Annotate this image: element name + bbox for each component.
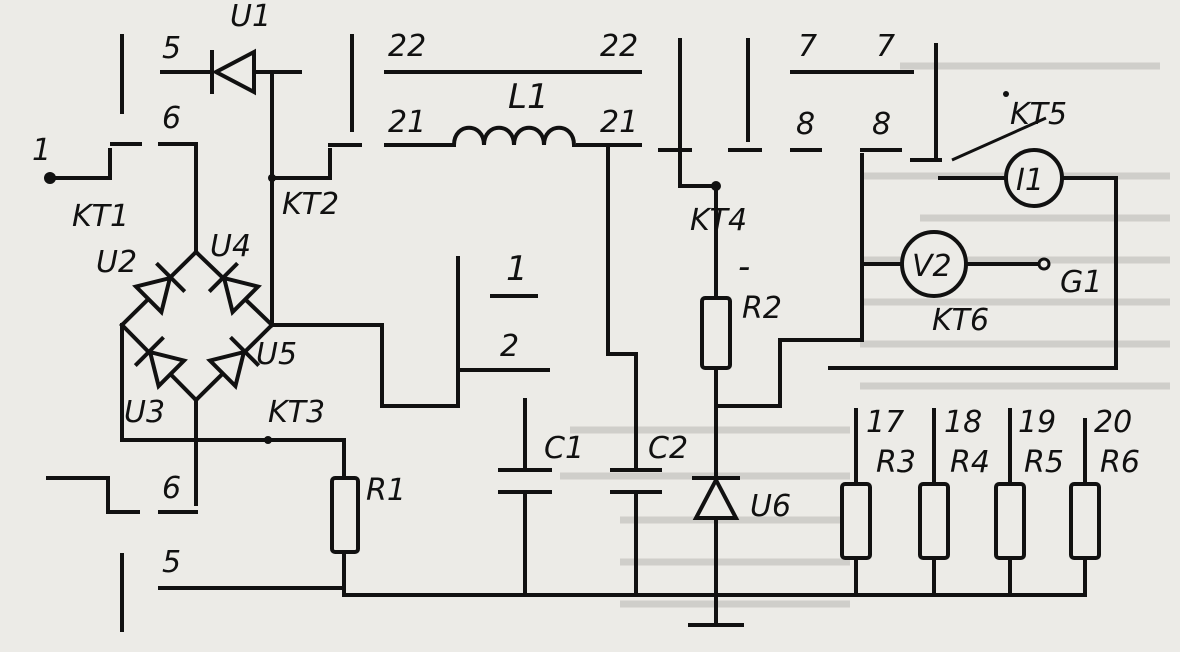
label-minus: - (738, 247, 750, 287)
label-node-5-top: 5 (162, 31, 181, 66)
label-kt2: KT2 (282, 187, 339, 222)
label-kt6: KT6 (932, 303, 989, 338)
label-kt4: KT4 (690, 203, 747, 238)
label-node-6-bottom: 6 (162, 471, 181, 506)
label-kt5: KT5 (1010, 97, 1067, 132)
label-r4: R4 (950, 445, 990, 480)
label-node-20: 20 (1094, 405, 1132, 440)
label-node-2: 2 (500, 329, 519, 364)
label-node-8-left: 8 (796, 107, 815, 142)
label-node-22-right: 22 (600, 29, 638, 64)
voltmeter-v2 (900, 230, 968, 298)
label-c1: C1 (544, 431, 584, 466)
label-v2: V2 (912, 249, 952, 284)
label-r3: R3 (876, 445, 916, 480)
label-r5: R5 (1024, 445, 1064, 480)
diode-u1 (210, 48, 256, 96)
label-node-5-bottom: 5 (162, 545, 181, 580)
label-node-19: 19 (1018, 405, 1056, 440)
wires (46, 34, 1118, 632)
diode-u6 (692, 475, 740, 520)
terminal-g1 (1037, 257, 1051, 271)
label-u3: U3 (124, 395, 165, 430)
label-node-1-mid: 1 (506, 249, 528, 289)
ammeter-i1 (1004, 148, 1064, 208)
label-node-17: 17 (866, 405, 904, 440)
label-kt3: KT3 (268, 395, 325, 430)
label-node-22-left: 22 (388, 29, 426, 64)
capacitor-c2 (610, 468, 662, 494)
label-node-7-right: 7 (876, 29, 895, 64)
label-r6: R6 (1100, 445, 1140, 480)
label-node-21-left: 21 (388, 105, 426, 140)
label-g1: G1 (1060, 265, 1102, 300)
resistor-r2 (700, 296, 732, 370)
label-r1: R1 (366, 473, 406, 508)
resistor-r6 (1069, 482, 1101, 560)
resistor-r5 (994, 482, 1026, 560)
diode-u3 (133, 335, 188, 390)
resistor-r3 (840, 482, 872, 560)
capacitor-c1 (498, 468, 552, 494)
label-node-21-right: 21 (600, 105, 638, 140)
label-node-1: 1 (32, 133, 51, 168)
label-u5: U5 (256, 337, 297, 372)
label-node-18: 18 (944, 405, 982, 440)
label-kt1: KT1 (72, 199, 129, 234)
junction-dots (44, 91, 1009, 444)
label-u2: U2 (96, 245, 137, 280)
label-l1: L1 (508, 77, 549, 117)
label-u1: U1 (230, 0, 271, 34)
label-r2: R2 (742, 291, 782, 326)
label-u6: U6 (750, 489, 791, 524)
diode-u4 (207, 261, 262, 316)
label-u4: U4 (210, 229, 251, 264)
label-c2: C2 (648, 431, 688, 466)
labels: 1 5 6 6 5 22 22 21 21 7 7 8 8 1 2 - 17 1… (32, 0, 1140, 580)
label-i1: I1 (1016, 163, 1044, 198)
label-node-8-right: 8 (872, 107, 891, 142)
label-node-6-top: 6 (162, 101, 181, 136)
label-node-7-left: 7 (798, 29, 817, 64)
inductor-l1 (451, 125, 577, 148)
diode-u2 (132, 261, 187, 316)
resistor-r1 (330, 476, 360, 554)
resistor-r4 (918, 482, 950, 560)
diode-u5 (206, 335, 261, 390)
